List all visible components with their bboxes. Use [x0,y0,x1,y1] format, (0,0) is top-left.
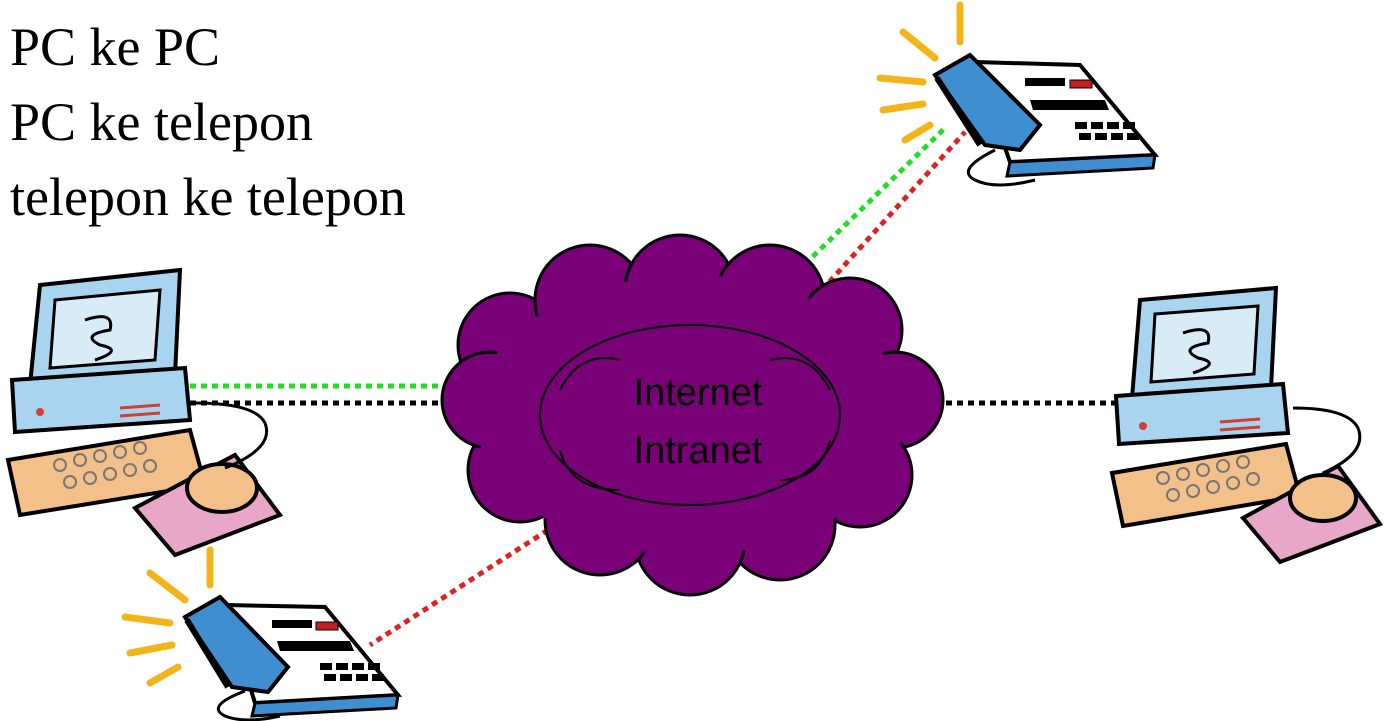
connection-line-cloud-phone-bottom-red [368,527,550,648]
cloud-label-line2: Intranet [634,430,763,472]
scenario-pc-to-pc: PC ke PC [10,17,221,77]
cloud-label-line1: Internet [634,372,763,414]
desktop-computer-icon [1109,285,1384,565]
scenario-list: PC ke PC PC ke telepon telepon ke telepo… [10,10,406,235]
connection-line-cloud-phone-top-green [795,126,947,274]
desk-telephone-icon [876,1,1160,187]
cloud-icon [440,233,945,597]
connection-line-cloud-phone-top-red [820,130,967,292]
scenario-pc-to-phone: PC ke telepon [10,92,313,152]
desktop-computer-icon [5,267,284,558]
desk-telephone-icon [121,546,403,721]
scenario-phone-to-phone: telepon ke telepon [10,167,406,227]
